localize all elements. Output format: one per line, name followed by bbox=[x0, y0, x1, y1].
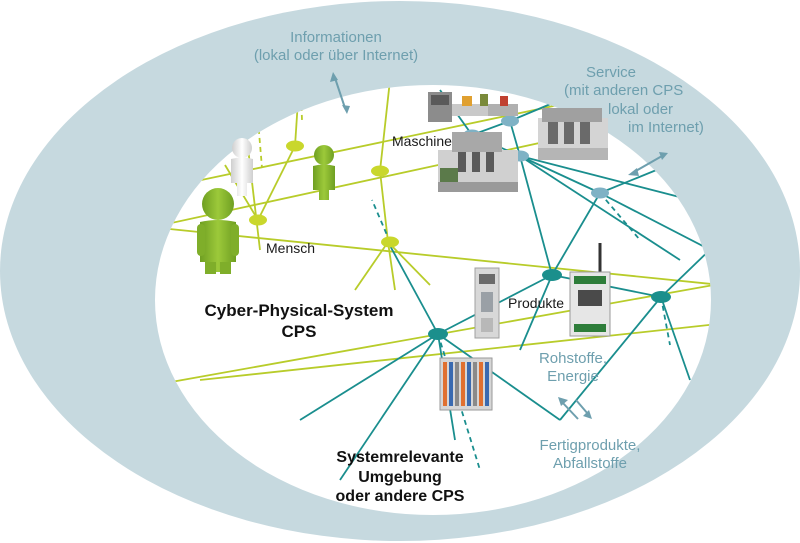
label-service-line4: im Internet) bbox=[628, 118, 704, 136]
wireless-module-icon bbox=[569, 243, 611, 337]
node-green bbox=[371, 165, 389, 177]
node-green bbox=[286, 140, 304, 152]
node-green bbox=[249, 214, 267, 226]
label-service-line1: Service bbox=[586, 64, 637, 81]
label-umgebung-line2: Umgebung bbox=[358, 468, 442, 486]
label-cps-title-line2: CPS bbox=[281, 321, 317, 341]
label-umgebung-line1: Systemrelevante bbox=[336, 449, 464, 466]
label-service-line3: lokal oder bbox=[608, 100, 674, 118]
arrows bbox=[330, 72, 668, 420]
label-maschine: Maschine bbox=[392, 133, 452, 149]
double-arrow-icon bbox=[330, 72, 350, 114]
label-informationen-line1: Informationen bbox=[290, 29, 382, 46]
label-fertigprodukte: Fertigprodukte, Abfallstoffe bbox=[520, 437, 660, 474]
node-blue bbox=[501, 115, 519, 127]
label-service-line2: (mit anderen CPS bbox=[564, 82, 684, 100]
person-green-icon bbox=[313, 145, 335, 200]
label-rohstoffe: Rohstoffe, Energie bbox=[528, 350, 618, 387]
label-rohstoffe-line1: Rohstoffe, bbox=[538, 350, 608, 367]
node-teal bbox=[651, 291, 671, 303]
inner-area bbox=[155, 85, 711, 515]
person-green-icon bbox=[197, 188, 239, 274]
label-fertigprodukte-line2: Abfallstoffe bbox=[553, 455, 627, 473]
label-mensch: Mensch bbox=[266, 240, 316, 256]
node-green bbox=[381, 236, 399, 248]
person-white-icon bbox=[231, 138, 253, 196]
label-informationen: Informationen (lokal oder über Internet) bbox=[230, 29, 442, 66]
terminal-block-icon bbox=[439, 357, 493, 411]
label-rohstoffe-line2: Energie bbox=[547, 368, 599, 386]
controller-module-icon bbox=[474, 267, 500, 339]
label-informationen-line2: (lokal oder über Internet) bbox=[253, 47, 419, 65]
label-cps-title: Cyber-Physical-System CPS bbox=[185, 301, 413, 342]
label-produkte: Produkte bbox=[508, 295, 565, 311]
machine-icon bbox=[428, 92, 608, 192]
double-arrow-icon bbox=[628, 152, 668, 176]
label-cps-title-line1: Cyber-Physical-System bbox=[204, 301, 394, 320]
node-teal bbox=[428, 328, 448, 340]
label-service: Service (mit anderen CPS lokal oder im I… bbox=[556, 64, 706, 137]
label-umgebung: Systemrelevante Umgebung oder andere CPS bbox=[308, 448, 492, 507]
double-arrow-icon bbox=[558, 397, 592, 420]
node-teal bbox=[542, 269, 562, 281]
label-umgebung-line3: oder andere CPS bbox=[335, 488, 465, 506]
label-fertigprodukte-line1: Fertigprodukte, bbox=[539, 437, 641, 454]
node-blue bbox=[591, 187, 609, 199]
network-nodes bbox=[249, 115, 671, 340]
